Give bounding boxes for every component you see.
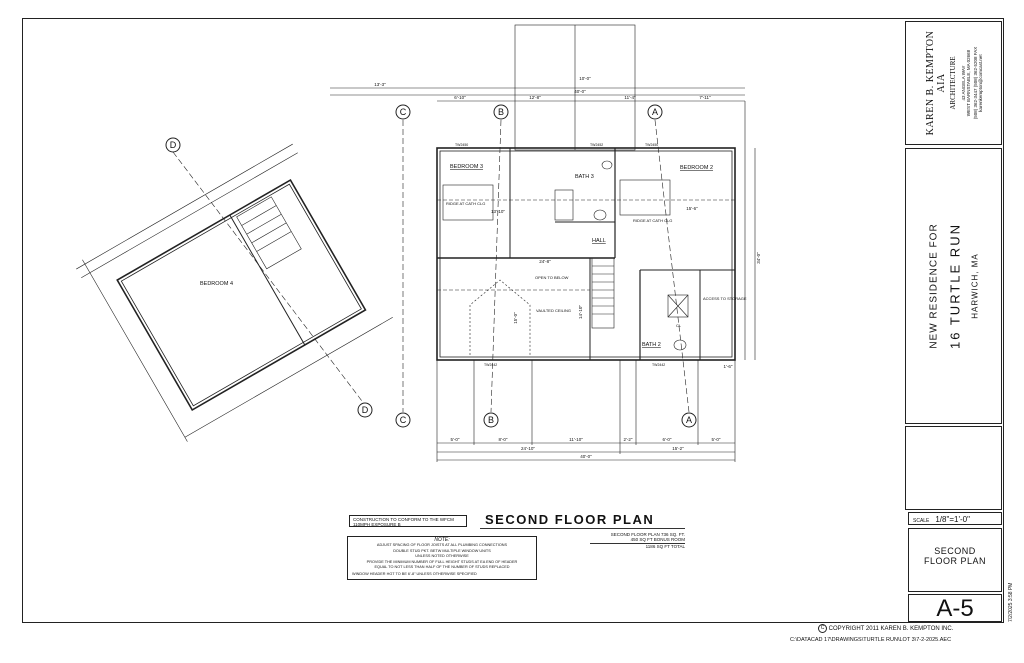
copyright-text: COPYRIGHT 2011 KAREN B. KEMPTON INC. (828, 626, 954, 633)
scale-value: 1/8"=1'-0" (935, 515, 970, 524)
svg-text:C: C (400, 107, 407, 117)
room-bedroom-2: BEDROOM 2 (680, 165, 713, 171)
room-bath-3: BATH 3 (575, 174, 594, 180)
sheet-title-line2: FLOOR PLAN (923, 556, 986, 566)
note-6: WINDOW HEADER HGT TO BE 6'-8" UNLESS OTH… (352, 571, 477, 576)
svg-text:D: D (170, 140, 177, 150)
notes-box: NOTE: ADJUST SPACING OF FLOOR JOISTS AT … (347, 536, 537, 580)
grid-marker-b-bottom: B (483, 412, 499, 428)
grid-marker-c-top: C (395, 104, 411, 120)
label-storage: ACCESS TO STORAGE (703, 296, 747, 301)
label-vaulted: VAULTED CEILING (536, 308, 571, 313)
dim-interior-3: 15'-6" (686, 206, 698, 211)
dim-bottom-4: 2'-2" (624, 437, 633, 442)
dim-top-3: 11'-4" (624, 95, 636, 100)
sheet-border (22, 18, 1004, 623)
sheet-title-block: SECOND FLOOR PLAN (908, 528, 1002, 592)
dim-interior-6: 34'-0" (756, 252, 761, 264)
revision-block (905, 426, 1002, 510)
svg-text:C: C (400, 415, 407, 425)
window-tag: TW2450 (455, 143, 468, 147)
main-house-outline (436, 147, 736, 361)
scale-block: SCALE 1/8"=1'-0" (908, 512, 1002, 525)
dim-bottom-1: 5'-0" (451, 437, 460, 442)
note-5: EQUAL TO NOT LESS THAN HALF OF THE NUMBE… (374, 564, 510, 569)
dim-top-4: 7'-11" (699, 95, 711, 100)
drawing-title: SECOND FLOOR PLAN (485, 512, 655, 527)
grid-marker-c-bottom: C (395, 412, 411, 428)
note-3: UNLESS NOTED OTHERWISE (415, 553, 469, 558)
dim-interior-2: 13'-10" (491, 209, 505, 214)
stair (591, 257, 615, 329)
area-line1: SECOND FLOOR PLAN 736 SQ. FT. (610, 532, 685, 537)
dim-interior-1: 24'-8" (539, 259, 551, 264)
note-4: PROVIDE THE MINIMUM NUMBER OF FULL HEIGH… (366, 560, 518, 565)
drawing-title-underline (480, 528, 685, 529)
copyright-icon: C (818, 624, 827, 633)
copyright: C COPYRIGHT 2011 KAREN B. KEMPTON INC. (818, 624, 953, 633)
grid-marker-a-top: A (647, 104, 663, 120)
dim-bottom-sub-2: 15'-2" (672, 446, 684, 451)
dim-bottom-overall: 40'-0" (580, 454, 592, 459)
note-heading: NOTE: (434, 537, 450, 543)
grid-markers: C B A C B A D D (165, 104, 697, 428)
grid-marker-a-bottom: A (681, 412, 697, 428)
scale-label: SCALE (913, 518, 930, 524)
room-hall: HALL (592, 238, 606, 244)
wind-note-text: CONSTRUCTION TO CONFORM TO THE WFCM 110M… (353, 517, 454, 527)
svg-text:A: A (652, 107, 658, 117)
dim-top-overall: 40'-0" (574, 89, 586, 94)
area-total: 1186 SQ FT TOTAL (590, 543, 685, 549)
svg-text:B: B (498, 107, 504, 117)
room-bedroom-3: BEDROOM 3 (450, 164, 483, 170)
note-1: ADJUST SPACING OF FLOOR JOISTS AT ALL PL… (376, 542, 508, 547)
dim-top-overall-left: 13'-3" (374, 82, 386, 87)
window-tag: TW2442 (652, 363, 665, 367)
grid-marker-d-bottom: D (357, 402, 373, 418)
label-open-below: OPEN TO BELOW (535, 275, 569, 280)
firm-block: KAREN B. KEMPTON AIA ARCHITECTURE 43 ANG… (905, 21, 1002, 145)
dim-top-2: 12'-8" (529, 95, 541, 100)
dim-bottom-5: 6'-0" (663, 437, 672, 442)
sheet-title-line1: SECOND (934, 546, 976, 556)
dim-top-1: 6'-10" (454, 95, 466, 100)
room-bath-2: BATH 2 (642, 342, 661, 348)
room-bedroom-4: BEDROOM 4 (200, 281, 233, 287)
window-tag: TW2452 (590, 143, 603, 147)
file-path: C:\DATACAD 17\DRAWINGS\TURTLE RUN\LOT 3\… (790, 637, 952, 643)
dim-interior-7: 1'-6" (724, 364, 733, 369)
dim-interior-5: 15'-0" (513, 312, 518, 324)
project-block: NEW RESIDENCE FOR 16 TURTLE RUN HARWICH,… (905, 148, 1002, 424)
svg-text:D: D (362, 405, 369, 415)
wind-note: CONSTRUCTION TO CONFORM TO THE WFCM 110M… (349, 515, 467, 527)
sheet-number-block: A-5 (908, 594, 1002, 622)
area-summary: SECOND FLOOR PLAN 736 SQ. FT. 450 SQ FT … (590, 532, 685, 549)
dim-bottom-2: 8'-0" (499, 437, 508, 442)
window-tag: TW2442 (484, 363, 497, 367)
dim-bottom-6: 5'-0" (712, 437, 721, 442)
bedroom-4-wing (76, 143, 393, 442)
grid-marker-d-top: D (165, 137, 181, 153)
window-tag: TW2450 (645, 143, 658, 147)
dim-bottom-sub-1: 24'-10" (521, 446, 535, 451)
note-2: DOUBLE STUD PKT. BETW MULTIPLE WINDOW UN… (393, 549, 491, 554)
area-line2: 450 SQ FT BONUS ROOM (630, 537, 685, 542)
dim-bottom-3: 11'-10" (569, 437, 583, 442)
grid-marker-b-top: B (493, 104, 509, 120)
label-ridge-3: RIDGE AT CATH CLG (446, 201, 485, 206)
dim-interior-4: 14'-10" (578, 305, 583, 319)
sheet-number: A-5 (936, 595, 974, 622)
label-ridge-2: RIDGE AT CATH CLG (633, 218, 672, 223)
dim-chimney: 10'-0" (579, 76, 591, 81)
svg-text:A: A (686, 415, 692, 425)
svg-text:B: B (488, 415, 494, 425)
label-cl: CL (676, 323, 682, 328)
